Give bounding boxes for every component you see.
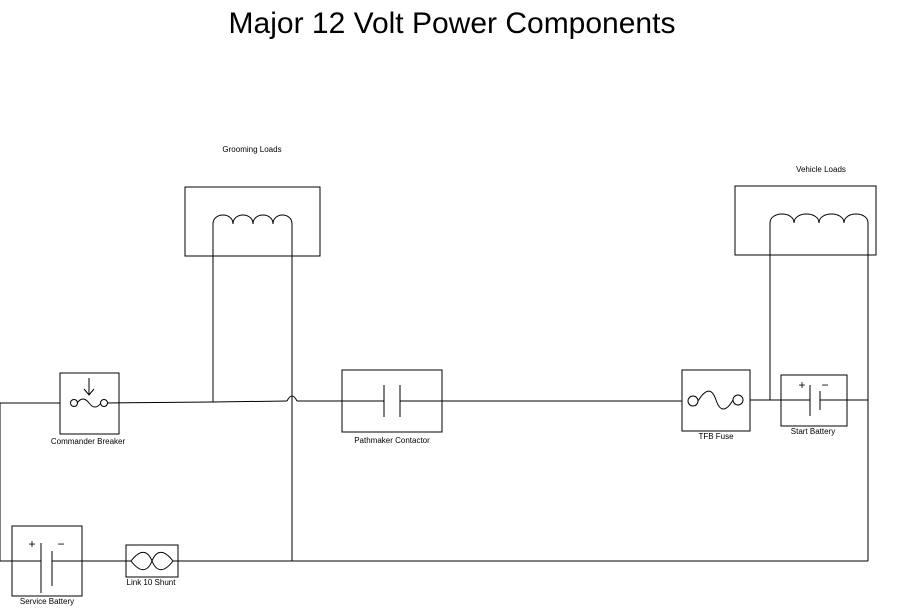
pathmaker-contactor-label: Pathmaker Contactor	[354, 436, 430, 445]
wire-breaker-to-junction	[106, 401, 214, 404]
link-10-shunt: Link 10 Shunt	[125, 544, 179, 587]
tfb-fuse-box	[681, 369, 751, 432]
commander-breaker-label: Commander Breaker	[51, 437, 126, 446]
vehicle-loads-coil-icon	[769, 213, 869, 224]
shunt-lower-arc-icon	[130, 559, 174, 571]
start-battery-minus-icon: −	[821, 378, 828, 392]
vehicle-loads-box	[734, 185, 877, 256]
breaker-arrow-head-icon	[83, 388, 95, 396]
service-battery: + − Service Battery	[11, 525, 83, 606]
grooming-loads-coil-icon	[212, 214, 293, 225]
start-battery-label: Start Battery	[791, 427, 835, 436]
grooming-loads: Grooming Loads	[184, 145, 321, 257]
fuse-terminal-left-icon	[687, 395, 699, 407]
commander-breaker: Commander Breaker	[51, 372, 126, 446]
grooming-loads-box	[184, 186, 321, 257]
commander-breaker-box	[59, 372, 120, 435]
pathmaker-contactor: Pathmaker Contactor	[341, 369, 443, 445]
vehicle-loads-label: Vehicle Loads	[796, 165, 846, 174]
breaker-element-icon	[76, 398, 102, 408]
wire-bus-to-crossover	[212, 400, 288, 403]
tfb-fuse: TFB Fuse	[681, 369, 751, 441]
diagram-title: Major 12 Volt Power Components	[229, 7, 676, 40]
service-battery-plus-icon: +	[28, 537, 35, 551]
service-battery-minus-icon: −	[57, 537, 64, 551]
breaker-terminal-right-icon	[100, 399, 108, 407]
fuse-terminal-right-icon	[732, 394, 744, 406]
breaker-terminal-left-icon	[70, 399, 78, 407]
vehicle-loads: Vehicle Loads	[734, 165, 877, 256]
grooming-loads-label: Grooming Loads	[222, 145, 281, 154]
fuse-element-icon	[697, 390, 734, 410]
start-battery: + − Start Battery	[780, 374, 848, 436]
service-battery-label: Service Battery	[20, 597, 74, 606]
tfb-fuse-label: TFB Fuse	[698, 432, 734, 441]
link-10-shunt-label: Link 10 Shunt	[127, 578, 177, 587]
start-battery-plus-icon: +	[798, 378, 805, 392]
wires	[0, 223, 869, 562]
